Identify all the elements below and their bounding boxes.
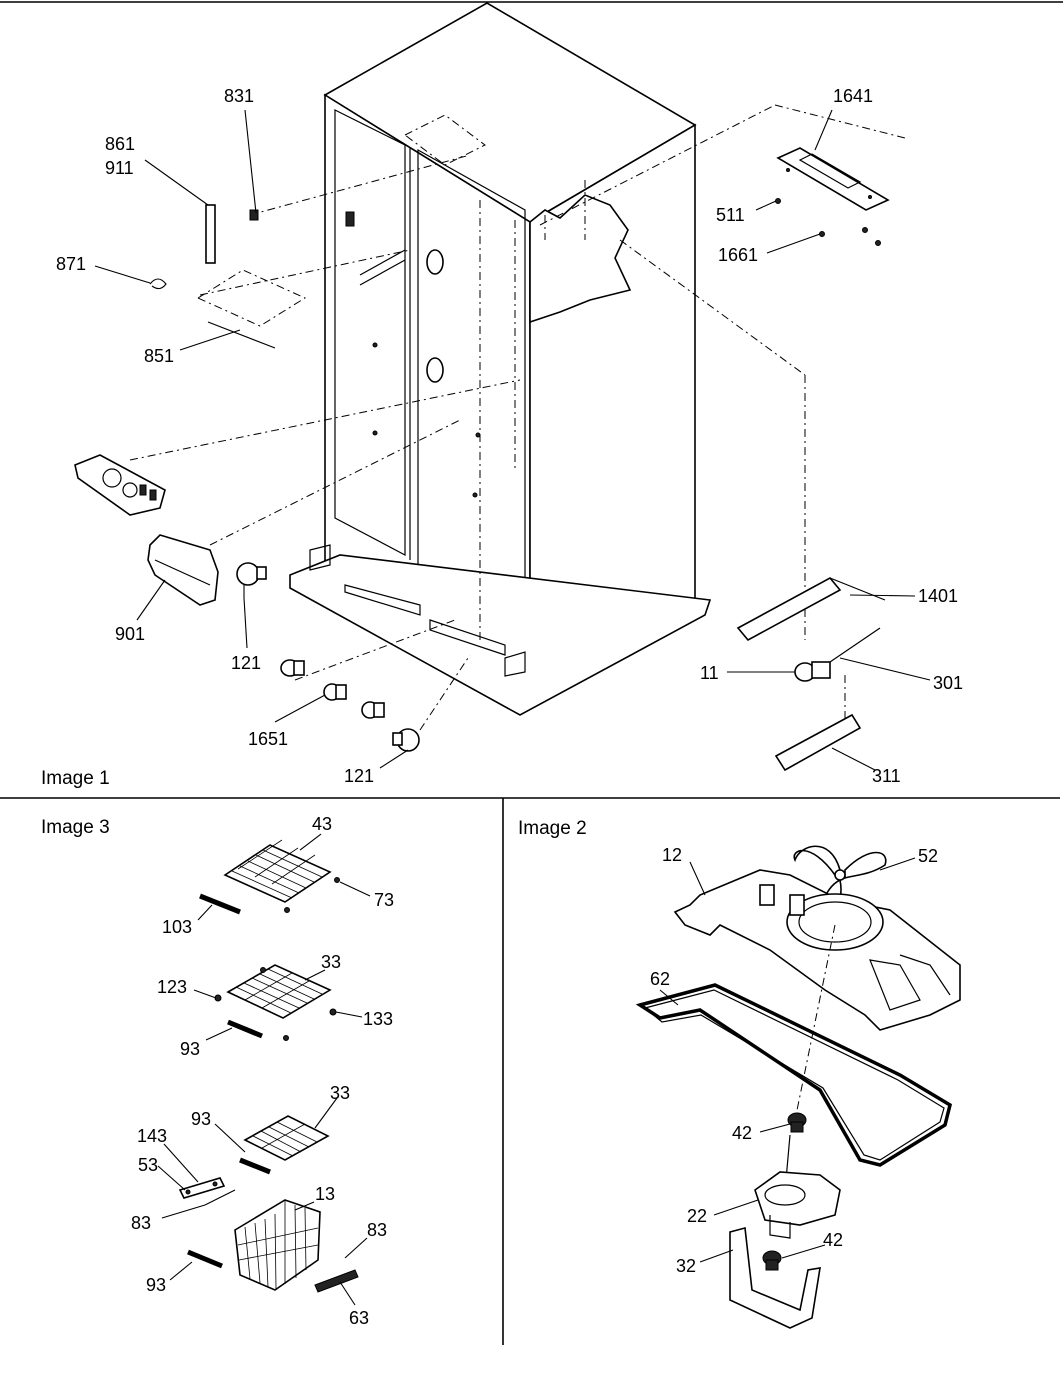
callout-133: 133 [363,1009,393,1029]
callout-93-upper: 93 [180,1039,200,1059]
callout-73: 73 [374,890,394,910]
callout-63: 63 [349,1308,369,1328]
rail-lower [774,713,862,772]
callout-851: 851 [144,346,174,366]
refrigerator-cabinet [289,2,712,716]
wire-shelf-middle [226,964,332,1019]
image2-panel: Image 2 [518,818,961,1329]
callout-93-lower: 93 [146,1275,166,1295]
wire-part [149,278,167,290]
tube-part [205,204,216,264]
callout-831: 831 [224,86,254,106]
callout-1641: 1641 [833,86,873,106]
callout-1401: 1401 [918,586,958,606]
callout-42-upper: 42 [732,1123,752,1143]
callout-13: 13 [315,1184,335,1204]
callout-43: 43 [312,814,332,834]
rod-part [207,321,276,349]
rod-93-middle [239,1157,271,1175]
control-module [74,454,166,516]
wire-shelf-top [223,839,332,903]
callout-53: 53 [138,1155,158,1175]
callout-83-left: 83 [131,1213,151,1233]
slide-rail [178,1177,226,1199]
callout-22: 22 [687,1206,707,1226]
rod-93-lower [187,1249,223,1269]
callout-12: 12 [662,845,682,865]
fan-housing [673,869,961,1031]
callout-311: 311 [872,766,901,786]
callout-301: 301 [933,673,963,693]
gasket [635,983,953,1167]
rod-93-upper [227,1019,263,1039]
bulb-lower [392,728,420,752]
bracket-plate [776,147,890,211]
callout-121-lower: 121 [344,766,374,786]
callout-33-middle: 33 [321,952,341,972]
callout-83-right: 83 [367,1220,387,1240]
slide-rail-lower [314,1269,359,1293]
callout-62: 62 [650,969,670,989]
wire-shelf-lower [243,1115,330,1161]
wire-basket [234,1199,321,1291]
callout-32: 32 [676,1256,696,1276]
callout-901: 901 [115,624,145,644]
fan-motor [754,1134,841,1239]
callout-511: 511 [716,205,745,225]
rail-upper [736,576,886,642]
callout-1661: 1661 [718,245,758,265]
callout-871: 871 [56,254,86,274]
image3-panel: Image 3 [41,814,394,1328]
callout-123: 123 [157,977,187,997]
image2-title: Image 2 [518,818,587,839]
callout-143: 143 [137,1126,167,1146]
bushing-lower [762,1250,782,1271]
sockets [280,659,385,719]
callout-121-upper: 121 [231,653,261,673]
image3-title: Image 3 [41,817,110,838]
callout-911: 911 [105,158,134,178]
image1-title: Image 1 [41,768,110,789]
rod-103 [199,893,241,915]
bulb-upper [236,562,267,598]
callout-103: 103 [162,917,192,937]
clip-part [249,209,259,221]
callout-52: 52 [918,846,938,866]
callout-93-middle: 93 [191,1109,211,1129]
image1-panel: Image 1 831 861 911 871 851 901 121 1651… [41,2,963,789]
motor-bracket [729,1226,821,1329]
thermostat [794,627,881,682]
callout-1651: 1651 [248,729,288,749]
callout-33-lower: 33 [330,1083,350,1103]
light-cover [147,534,219,606]
callout-42-lower: 42 [823,1230,843,1250]
bushing-upper [787,1112,807,1133]
callout-861: 861 [105,134,135,154]
callout-11: 11 [700,663,719,683]
